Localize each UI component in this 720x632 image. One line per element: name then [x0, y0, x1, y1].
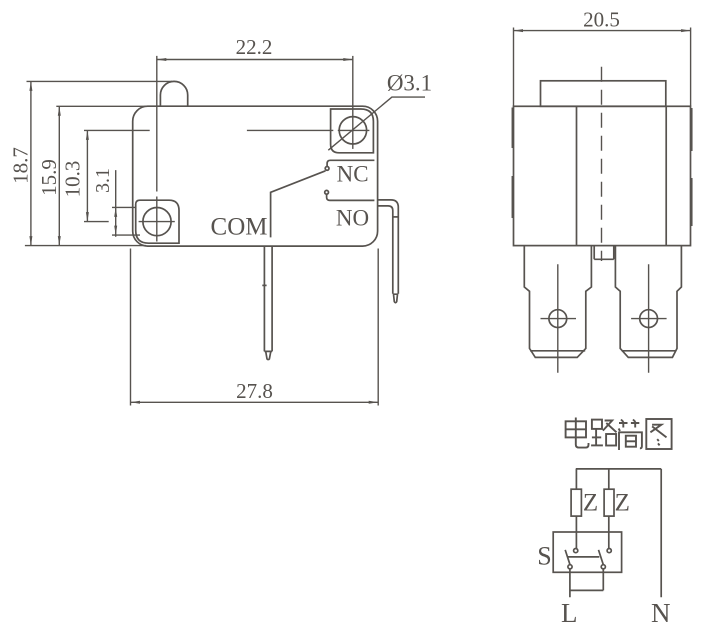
svg-text:S: S	[537, 542, 551, 571]
svg-text:NO: NO	[336, 206, 369, 231]
svg-text:L: L	[561, 598, 578, 628]
svg-text:15.9: 15.9	[37, 159, 61, 196]
svg-text:NC: NC	[337, 162, 369, 187]
svg-text:27.8: 27.8	[236, 379, 273, 403]
svg-text:3.1: 3.1	[92, 168, 114, 193]
svg-text:18.7: 18.7	[9, 147, 33, 184]
svg-text:Ø3.1: Ø3.1	[387, 71, 432, 96]
svg-text:10.3: 10.3	[61, 161, 85, 198]
svg-text:COM: COM	[211, 214, 268, 241]
svg-text:22.2: 22.2	[236, 35, 273, 59]
svg-text:N: N	[651, 598, 671, 628]
svg-text:20.5: 20.5	[583, 7, 620, 31]
svg-text:Z: Z	[583, 490, 598, 517]
svg-text:Z: Z	[615, 490, 630, 517]
